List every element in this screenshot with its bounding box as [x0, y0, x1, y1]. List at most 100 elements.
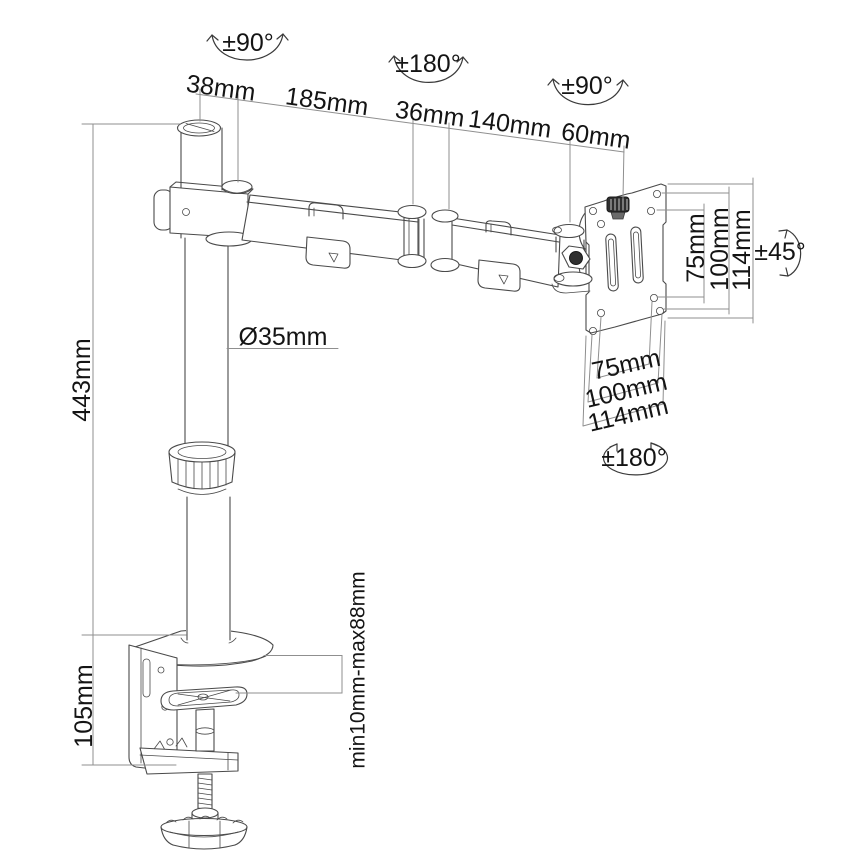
pole-base-rim: [180, 637, 237, 644]
knob-scallops: [165, 815, 244, 824]
vdim-75: [656, 203, 705, 304]
hdim-114: [582, 320, 666, 427]
arm1-top-facet: [246, 201, 419, 223]
head-hinge-bolt: [569, 251, 583, 265]
vesa-slot-left-outer: [605, 233, 619, 292]
arm2-top-facet: [451, 224, 560, 243]
vesa-hole-br1: [650, 293, 659, 302]
top-dim-line: [195, 93, 625, 153]
head-hinge-flange: [551, 283, 591, 294]
vesa-hole-tr2: [647, 206, 656, 215]
vesa-slot-left: [605, 233, 619, 292]
top-dimension-chain: [195, 88, 625, 223]
rotation-labels: ±90° ±180° ±90° ±45° ±180°: [222, 29, 806, 472]
rotation-arcs: [206, 33, 802, 476]
head-hinge-top-cap: [553, 223, 585, 239]
pole-top-cap: [176, 119, 222, 137]
dim-label-pole-diameter: Ø35mm: [239, 323, 328, 351]
arm2-clip-hole: [498, 274, 509, 285]
arm1-clip-hole: [328, 252, 339, 263]
elbow-cap-bottom-right: [430, 257, 460, 273]
dim-label-arm-seg4: 140mm: [467, 105, 553, 144]
housing-block: [169, 186, 249, 239]
pole-top-cap-chord: [185, 123, 215, 132]
arc-pole-swivel: [211, 33, 284, 61]
thumbscrew-knob: [606, 196, 630, 213]
head-hinge-bottom-cap: [553, 271, 593, 287]
elbow-cap-top-left: [397, 204, 427, 220]
vesa-hole-bl2: [589, 326, 598, 335]
dim-label-vesa-v-100: 100mm: [706, 207, 734, 290]
vesa-horizontal-dims: [582, 301, 666, 427]
desk-clamp: [128, 496, 274, 850]
arc-vesa-rotation: [602, 442, 669, 476]
elbow-cap-top-right: [431, 209, 459, 223]
vdim-114: [667, 177, 754, 324]
elbow-cap-bottom-left: [397, 253, 427, 269]
thumbscrew-neck: [610, 211, 626, 220]
arc-pole-swivel-arrows: [206, 33, 289, 42]
height-adjust-collar: [168, 441, 236, 495]
dim-label-pole-height: 443mm: [68, 338, 96, 421]
arc-head-tilt-arrows: [778, 229, 789, 277]
pole-bottom-edges: [186, 496, 231, 641]
upper-jaw-pad-inner: [168, 689, 240, 707]
collar-cup: [177, 488, 227, 495]
clamp-lower-jaw: [139, 747, 239, 775]
vesa-slot-right-inner: [633, 231, 641, 279]
arm1-cable-clip-top: [308, 202, 344, 220]
dim-label-desk-thickness: min10mm-max88mm: [346, 571, 369, 768]
rotation-label-head-tilt: ±45°: [754, 238, 806, 266]
rotation-label-head-swivel: ±90°: [561, 72, 613, 100]
thumbscrew-knurling: [610, 198, 628, 211]
desk-thickness-lines: [235, 655, 343, 694]
pole-arm-housing: [153, 179, 254, 247]
arc-elbow-swivel: [393, 55, 464, 83]
housing-top-cap: [221, 179, 253, 195]
arc-head-swivel: [552, 78, 624, 106]
dim-label-vesa-v-114: 114mm: [728, 209, 756, 291]
knob-lobe-lines: [169, 820, 239, 849]
vesa-hole-tl1: [589, 206, 598, 215]
vesa-hole-br2: [656, 306, 665, 315]
dim-label-arm-seg1: 38mm: [185, 70, 258, 107]
arc-head-tilt: [786, 229, 802, 277]
rotation-label-elbow-swivel: ±180°: [395, 50, 460, 78]
housing-screw-hole: [182, 208, 190, 216]
collar-knurling: [177, 458, 227, 490]
arm-segment-2: [451, 217, 561, 288]
arc-head-swivel-arrows: [547, 78, 629, 87]
rotation-label-pole-swivel: ±90°: [222, 29, 274, 57]
clamp-screw-column-joint: [195, 727, 215, 735]
rotation-label-vesa-rotation: ±180°: [601, 444, 666, 472]
pole-top-cap-inner: [183, 122, 215, 134]
collar-flange: [168, 441, 236, 463]
head-hinge-top-lobe: [552, 226, 562, 234]
left-dimension-chain: [81, 123, 187, 766]
vesa-hole-tl2: [597, 219, 606, 228]
dim-label-vesa-v-75: 75mm: [682, 213, 710, 282]
collar-sides: [168, 452, 236, 483]
hdim-75: [596, 301, 653, 379]
vesa-slot-right-outer: [630, 226, 644, 284]
vesa-slot-right: [630, 226, 644, 284]
head-hinge-neck: [555, 236, 585, 253]
dim-label-clamp-height: 105mm: [70, 664, 98, 747]
housing-top-cap-rim: [221, 187, 253, 194]
collar-bottom: [171, 481, 233, 490]
pole-bottom-mask: [186, 497, 231, 640]
clamp-screw-column: [195, 708, 215, 752]
head-hinge-bottom-lobe: [553, 274, 565, 282]
knob-sides: [160, 826, 248, 846]
arm1-cable-clip-hanging: [305, 236, 351, 269]
dim-label-arm-seg3: 36mm: [394, 96, 467, 133]
arm2-body: [451, 217, 561, 288]
leader-60-right: [622, 145, 625, 199]
vesa-plate: [578, 183, 667, 335]
hdim-100: [587, 313, 663, 403]
dim-label-arm-seg2: 185mm: [284, 82, 370, 121]
arc-elbow-swivel-arrows: [388, 55, 469, 64]
clamp-lower-jaw-detail: [139, 752, 239, 771]
